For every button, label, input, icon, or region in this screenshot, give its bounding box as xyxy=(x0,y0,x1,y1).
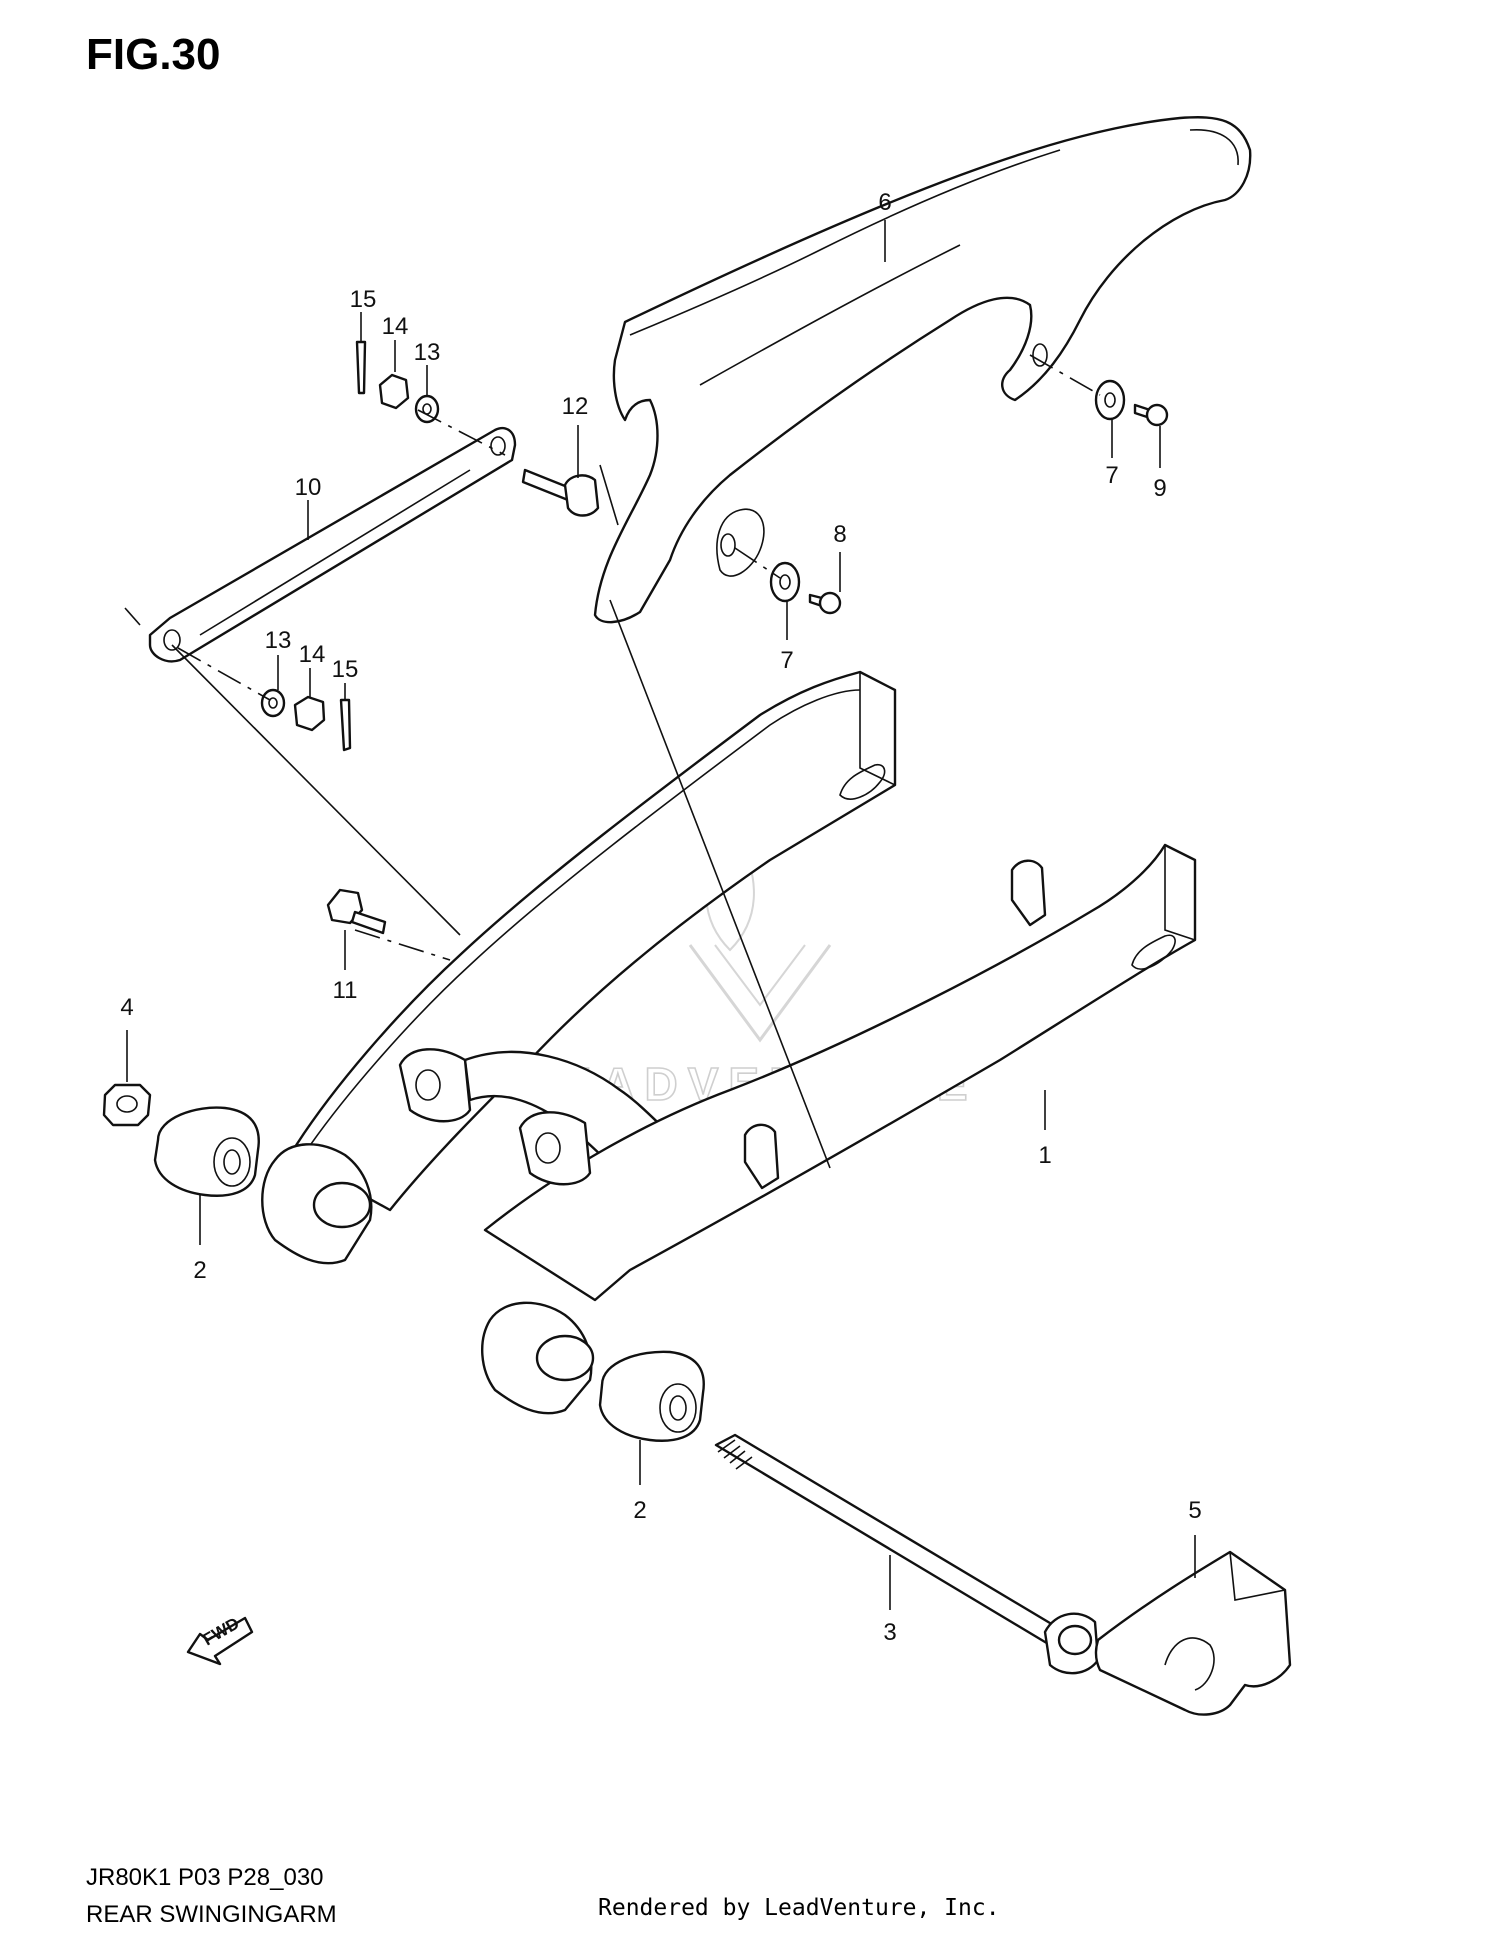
callout-3: 3 xyxy=(883,1619,896,1646)
callout-8: 8 xyxy=(833,521,846,548)
callout-7-upper: 7 xyxy=(1105,462,1118,489)
part-washer-13-lower xyxy=(260,688,286,718)
callout-13-lower: 13 xyxy=(265,627,292,654)
part-washer-7-upper xyxy=(1094,379,1126,421)
part-chain-case xyxy=(593,116,1252,624)
callout-11: 11 xyxy=(333,977,358,1004)
part-swingingarm xyxy=(261,670,1197,1415)
diagram-code: JR80K1 P03 P28_030 xyxy=(86,1864,324,1891)
part-nut-14-upper xyxy=(378,373,410,410)
callout-1: 1 xyxy=(1038,1142,1051,1169)
part-screw-8 xyxy=(808,591,842,615)
callout-14-lower: 14 xyxy=(299,641,326,668)
diagram-caption: REAR SWINGINGARM xyxy=(86,1901,337,1928)
callout-4: 4 xyxy=(120,994,133,1021)
figure-title: FIG.30 xyxy=(86,30,221,79)
callout-2-lower: 2 xyxy=(633,1497,646,1524)
callout-5: 5 xyxy=(1188,1497,1201,1524)
callout-12: 12 xyxy=(562,393,589,420)
assembly-lines xyxy=(124,354,1101,1169)
part-screw-9 xyxy=(1133,403,1169,427)
part-pin-15-upper xyxy=(355,340,367,395)
callout-7-lower: 7 xyxy=(780,647,793,674)
part-collar-lower xyxy=(598,1350,705,1442)
callout-13-upper: 13 xyxy=(414,339,441,366)
callouts: 1 2 2 3 4 5 6 7 7 8 9 10 11 12 13 13 14 xyxy=(120,189,1201,1646)
callout-15-upper: 15 xyxy=(350,286,377,313)
callout-14-upper: 14 xyxy=(382,313,409,340)
part-bolt-12 xyxy=(521,468,600,517)
part-nut-14-lower xyxy=(293,695,326,732)
part-bracket xyxy=(1094,1550,1292,1716)
callout-2-upper: 2 xyxy=(193,1257,206,1284)
callout-9: 9 xyxy=(1153,475,1166,502)
callout-10: 10 xyxy=(295,474,322,501)
part-bolt-11 xyxy=(326,888,387,935)
part-pivot-nut xyxy=(102,1083,152,1127)
part-torque-rod xyxy=(148,426,517,663)
part-washer-7-lower xyxy=(769,561,801,603)
part-pin-15-lower xyxy=(339,698,352,752)
callout-15-lower: 15 xyxy=(332,656,359,683)
fwd-arrow-icon: FWD xyxy=(186,1614,254,1666)
part-pivot-bolt xyxy=(714,1433,1100,1675)
render-credit: Rendered by LeadVenture, Inc. xyxy=(598,1895,1000,1921)
part-washer-13-upper xyxy=(414,394,440,424)
callout-6: 6 xyxy=(878,189,891,216)
part-collar-upper xyxy=(153,1106,260,1197)
